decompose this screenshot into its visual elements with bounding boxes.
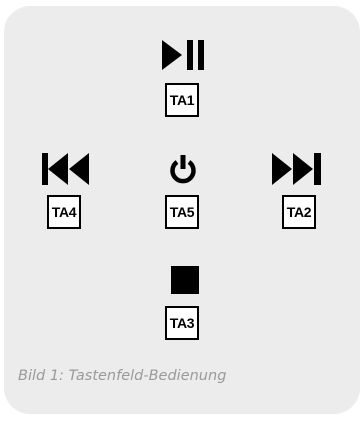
key-label-ta5: TA5 (169, 204, 195, 220)
skip-forward-icon (272, 153, 321, 185)
key-ta2: TA2 (282, 195, 316, 229)
key-ta3: TA3 (165, 306, 199, 340)
keypad-diagram: TA1 TA4 TA5 TA2 TA3 (4, 6, 360, 414)
key-label-ta2: TA2 (286, 204, 312, 220)
key-label-ta1: TA1 (169, 92, 195, 108)
skip-back-icon (42, 153, 89, 185)
play-pause-icon (162, 40, 204, 70)
key-ta1: TA1 (165, 83, 199, 117)
key-label-ta4: TA4 (51, 204, 77, 220)
key-label-ta3: TA3 (169, 315, 195, 331)
figure-caption: Bild 1: Tastenfeld-Bedienung (18, 368, 227, 384)
power-icon (170, 155, 196, 184)
key-ta5: TA5 (165, 195, 199, 229)
stop-icon (171, 266, 199, 294)
key-ta4: TA4 (47, 195, 81, 229)
